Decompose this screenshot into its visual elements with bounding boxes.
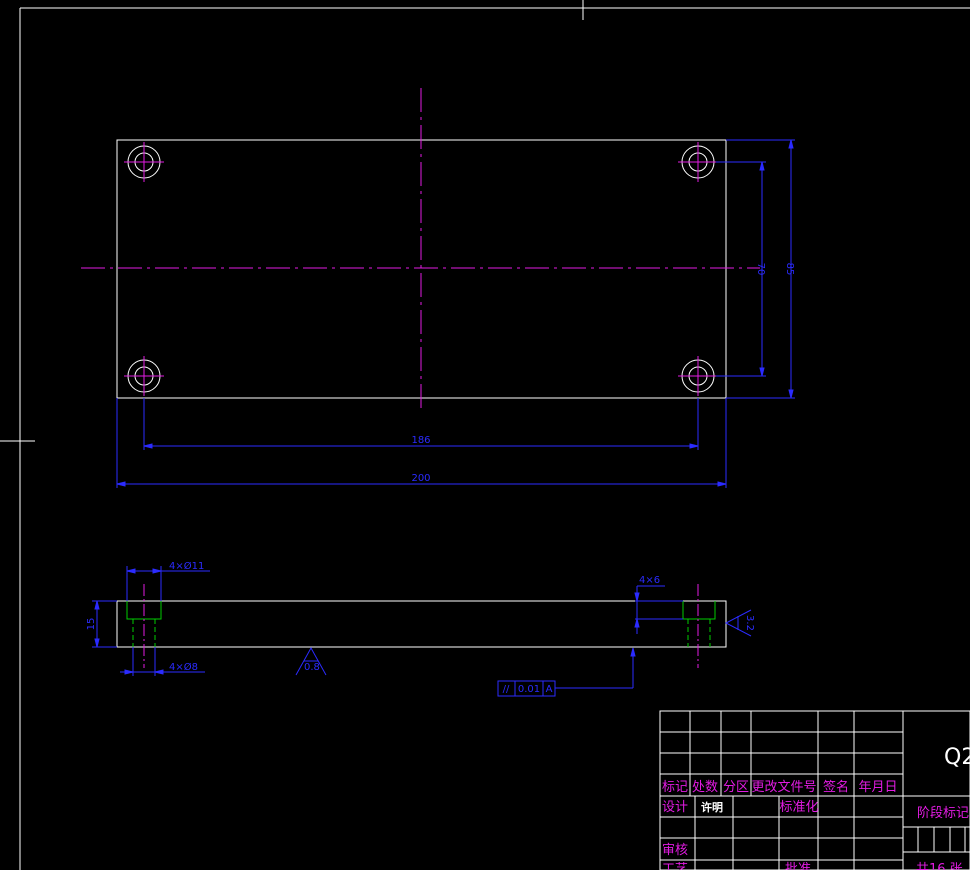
roughness-side: 3.2: [744, 615, 755, 631]
through-hole-callout: 4×Ø8: [169, 661, 198, 673]
tb-sheet-total: 共16 张: [916, 862, 963, 870]
tb-header-zone: 分区: [723, 780, 749, 795]
tb-approve-label: 批准: [785, 862, 811, 870]
tb-header-count: 处数: [692, 780, 718, 795]
parallelism-frame: [497, 680, 556, 697]
title-block: 标记 处数 分区 更改文件号 签名 年月日 设计 许明 标准化 审核 工艺 批准…: [659, 710, 970, 870]
thickness-dim: 15: [86, 618, 97, 631]
roughness-bottom: 0.8: [304, 662, 320, 673]
hole-centerlines: [124, 142, 718, 396]
tb-header-mark: 标记: [662, 780, 688, 795]
parallelism-symbol: //: [503, 684, 510, 695]
counterbore-hidden-right: [682, 601, 716, 647]
dim-overall-length: 200: [411, 473, 430, 484]
dim-hole-spacing-x: 186: [411, 435, 430, 446]
datum-label: A: [546, 684, 553, 695]
tb-design-label: 设计: [662, 800, 688, 815]
dim-hole-spacing-y: 70: [755, 263, 766, 276]
tb-standardization-label: 标准化: [779, 800, 818, 815]
tb-process-label: 工艺: [662, 862, 688, 870]
parallelism-tolerance: 0.01: [518, 684, 540, 695]
title-block-grid: [659, 710, 970, 870]
top-view: 186 200 70 85: [81, 88, 795, 488]
top-view-centerlines: [81, 88, 760, 412]
tb-stage-mark-label: 阶段标记: [917, 806, 969, 821]
plate-outline-front: [116, 600, 727, 648]
tb-header-signature: 签名: [823, 779, 849, 795]
tb-designer-name: 许明: [701, 800, 723, 814]
dimension-lines-front: [92, 566, 752, 689]
front-view-centerlines: [143, 584, 699, 668]
tb-header-date: 年月日: [858, 780, 897, 795]
tb-header-change-doc: 更改文件号: [751, 780, 816, 795]
front-view: 4×Ø11 4×Ø8 4×6 15 0.8 3.2 // 0.01 A: [86, 560, 755, 697]
dimension-lines-top: [116, 139, 795, 488]
counterbore-callout: 4×Ø11: [169, 560, 204, 572]
depth-callout: 4×6: [639, 575, 660, 586]
dim-overall-width: 85: [784, 263, 795, 276]
tb-review-label: 审核: [662, 843, 688, 858]
tb-part-code: Q2: [944, 745, 970, 770]
